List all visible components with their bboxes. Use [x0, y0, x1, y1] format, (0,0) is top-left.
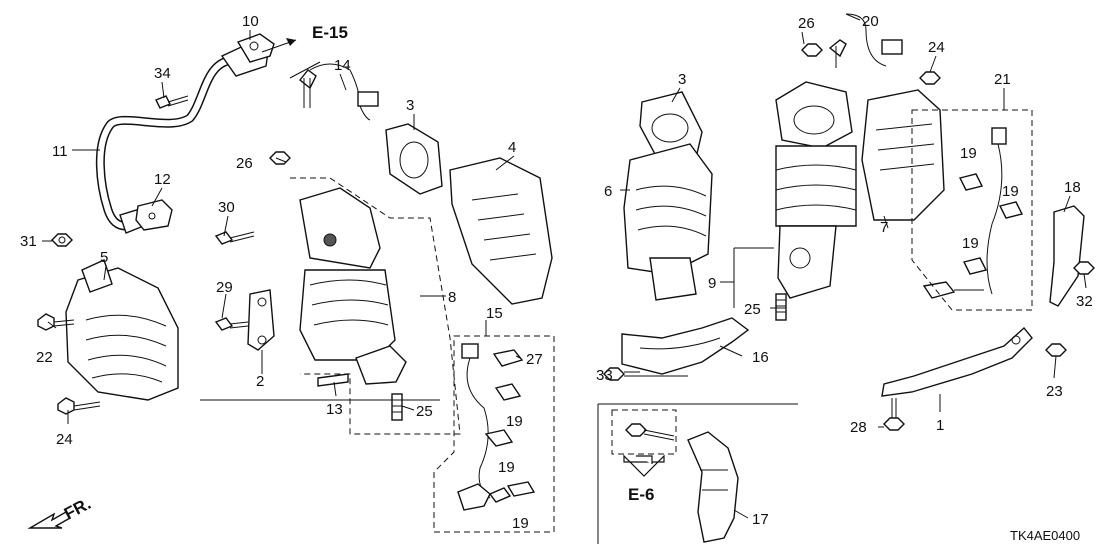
bracket-16[interactable] [621, 317, 750, 375]
callout-20[interactable]: 20 [862, 13, 879, 30]
callout-13[interactable]: 13 [326, 401, 343, 418]
stay-17[interactable] [687, 431, 739, 543]
bolt-28[interactable] [883, 398, 905, 431]
callout-19-f[interactable]: 19 [962, 235, 979, 252]
callout-8[interactable]: 8 [448, 289, 456, 306]
e15-arrow [261, 38, 297, 53]
callout-34[interactable]: 34 [154, 65, 171, 82]
clip-27[interactable] [492, 349, 524, 367]
oxygen-sensor-20[interactable] [828, 13, 903, 68]
heat-shield-5[interactable] [65, 259, 179, 401]
callouts: 10 34 11 12 31 5 22 24 14 3 4 26 30 29 8… [20, 13, 1093, 532]
clip-19-c[interactable] [506, 481, 536, 497]
bracket-2[interactable] [247, 289, 275, 351]
clip-19-b[interactable] [484, 429, 514, 447]
pipe-11[interactable] [95, 41, 269, 234]
oxygen-sensor-14[interactable] [299, 63, 379, 121]
callout-14[interactable]: 14 [334, 57, 351, 74]
callout-27[interactable]: 27 [526, 351, 543, 368]
callout-17[interactable]: 17 [752, 511, 769, 528]
bracket-10[interactable] [236, 33, 275, 63]
clip-19-e[interactable] [998, 201, 1024, 219]
gasket-upper-right[interactable] [775, 81, 853, 149]
bolt-23[interactable] [1045, 343, 1067, 357]
callout-28[interactable]: 28 [850, 419, 867, 436]
diagram-code: TK4AE0400 [1010, 528, 1080, 543]
callout-33[interactable]: 33 [596, 367, 613, 384]
bolt-26-right[interactable] [801, 43, 823, 57]
callout-12[interactable]: 12 [154, 171, 171, 188]
bolt-24-right[interactable] [919, 71, 941, 85]
leader-lines [42, 13, 1087, 519]
callout-6[interactable]: 6 [604, 183, 612, 200]
bolt-34[interactable] [155, 95, 189, 109]
callout-32[interactable]: 32 [1076, 293, 1093, 310]
stud-25-left[interactable] [391, 393, 403, 421]
bracket-18[interactable] [1049, 205, 1085, 307]
callout-16[interactable]: 16 [752, 349, 769, 366]
bolt-32[interactable] [1073, 261, 1095, 275]
callout-19-a[interactable]: 19 [506, 413, 523, 430]
callout-7[interactable]: 7 [880, 219, 888, 236]
callout-9[interactable]: 9 [708, 275, 716, 292]
ref-e6[interactable]: E-6 [628, 485, 654, 504]
converter-9[interactable] [775, 145, 857, 299]
bolt-29[interactable] [214, 317, 249, 331]
callout-31[interactable]: 31 [20, 233, 37, 250]
stud-25-right[interactable] [775, 293, 787, 321]
sensor-21[interactable] [922, 127, 1007, 299]
callout-24-left[interactable]: 24 [56, 431, 73, 448]
group-lines [200, 109, 1033, 544]
callout-22[interactable]: 22 [36, 349, 53, 366]
stud-13[interactable] [317, 373, 349, 387]
converter-8[interactable] [299, 187, 407, 385]
ref-e15[interactable]: E-15 [312, 23, 348, 42]
heat-shield-4[interactable] [449, 157, 553, 305]
bolt-24-left[interactable] [57, 397, 101, 415]
bolt-30[interactable] [214, 231, 255, 245]
gasket-3-left[interactable] [385, 123, 443, 195]
callout-24-right[interactable]: 24 [928, 39, 945, 56]
clip-19-d[interactable] [958, 173, 984, 191]
clip-19-a[interactable] [494, 383, 522, 401]
clip-19-f[interactable] [962, 257, 988, 275]
callout-23[interactable]: 23 [1046, 383, 1063, 400]
bolt-33[interactable] [603, 367, 640, 381]
callout-30[interactable]: 30 [218, 199, 235, 216]
sensor-15[interactable] [457, 343, 512, 511]
front-arrow-icon [27, 511, 71, 529]
bolt-26-left[interactable] [269, 151, 291, 165]
callout-19-d[interactable]: 19 [960, 145, 977, 162]
callout-5[interactable]: 5 [100, 249, 108, 266]
callout-3-left[interactable]: 3 [406, 97, 414, 114]
bracket-1[interactable] [881, 326, 1033, 397]
callout-25-right[interactable]: 25 [744, 301, 761, 318]
callout-3-right[interactable]: 3 [678, 71, 686, 88]
converter-6[interactable] [623, 143, 713, 301]
callout-18[interactable]: 18 [1064, 179, 1081, 196]
callout-26-left[interactable]: 26 [236, 155, 253, 172]
callout-25-left[interactable]: 25 [416, 403, 433, 420]
callout-11[interactable]: 11 [52, 143, 68, 160]
gasket-12[interactable] [135, 199, 173, 231]
callout-19-b[interactable]: 19 [498, 459, 515, 476]
heat-shield-7[interactable] [861, 89, 945, 221]
callout-4[interactable]: 4 [508, 139, 516, 156]
callout-26-right[interactable]: 26 [798, 15, 815, 32]
callout-29[interactable]: 29 [216, 279, 233, 296]
nut-31[interactable] [51, 233, 73, 247]
callout-1[interactable]: 1 [936, 417, 944, 434]
callout-2[interactable]: 2 [256, 373, 264, 390]
bolt-e6[interactable] [625, 423, 675, 441]
callout-19-e[interactable]: 19 [1002, 183, 1019, 200]
e6-arrow [623, 454, 665, 477]
callout-10[interactable]: 10 [242, 13, 259, 30]
callout-19-c[interactable]: 19 [512, 515, 529, 532]
callout-15[interactable]: 15 [486, 305, 503, 322]
callout-21[interactable]: 21 [994, 71, 1011, 88]
